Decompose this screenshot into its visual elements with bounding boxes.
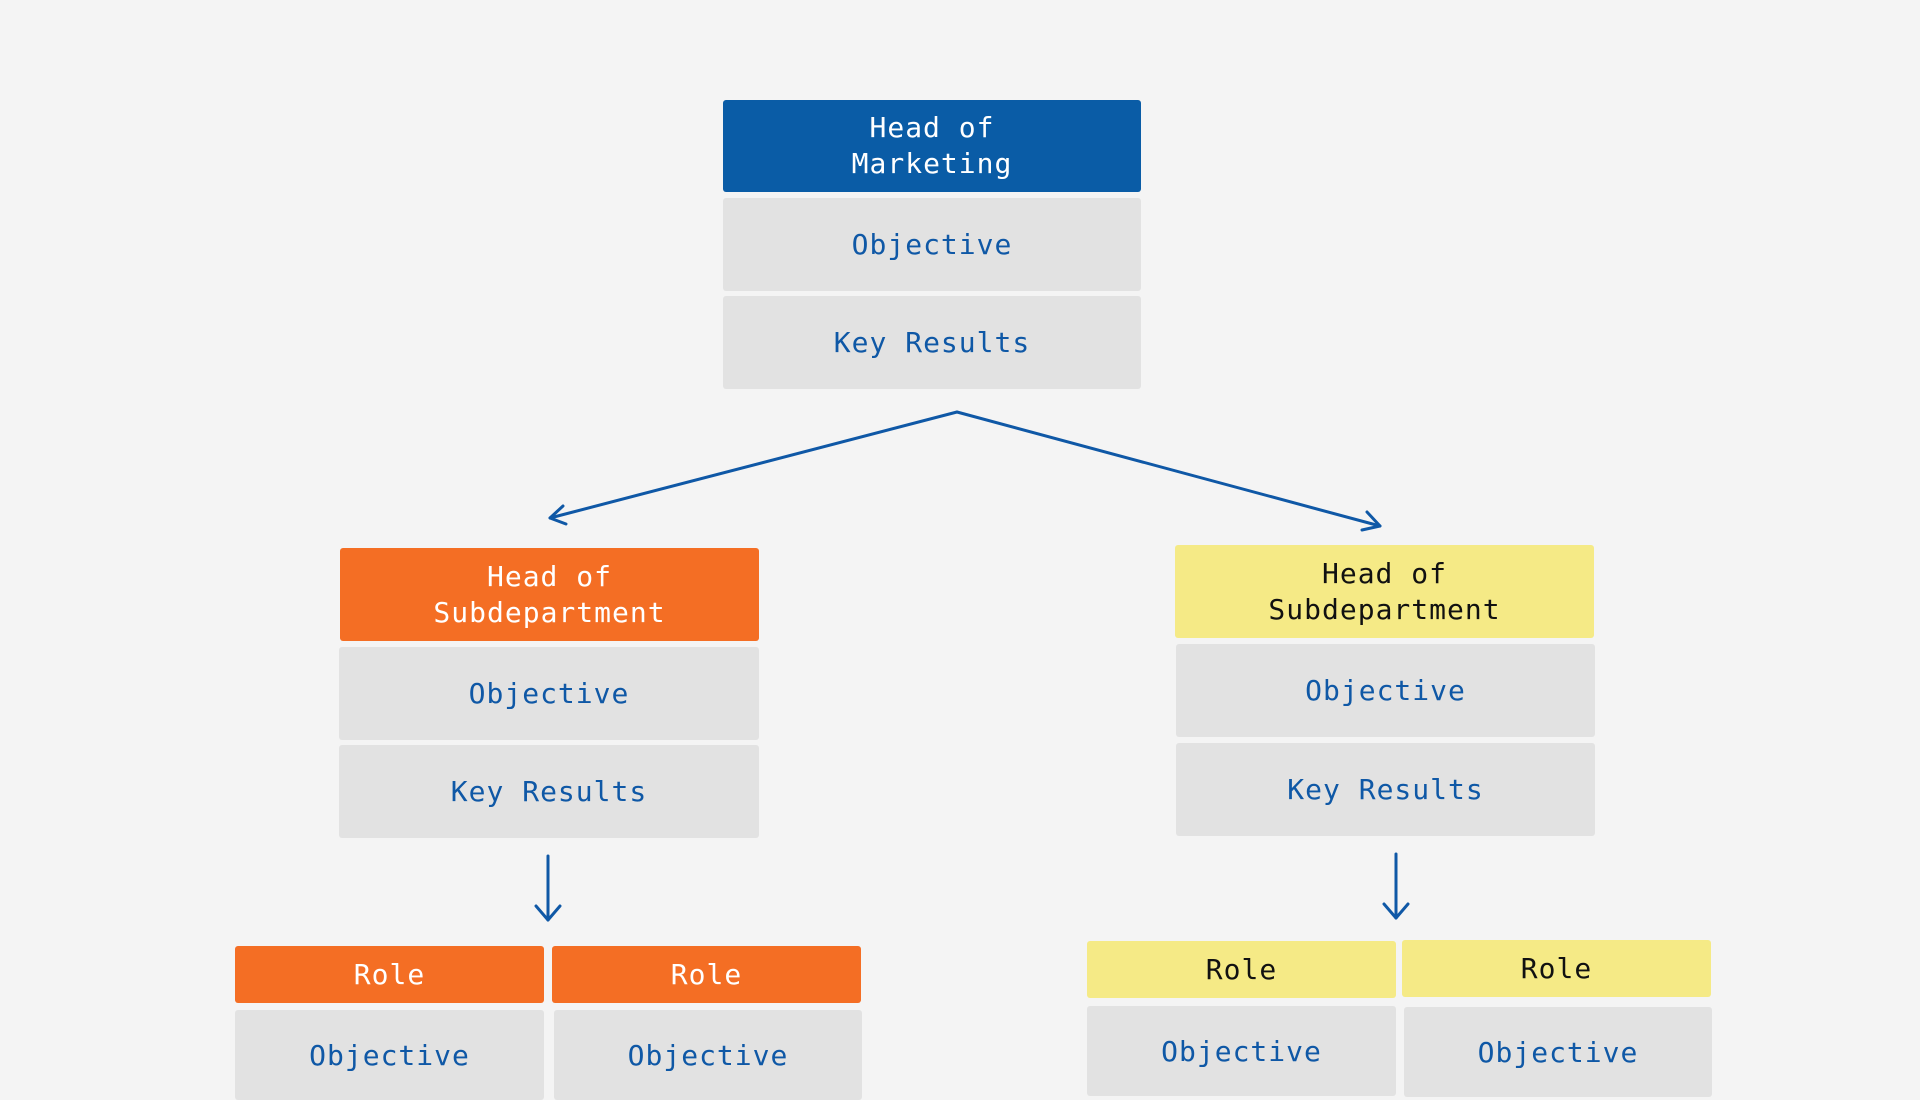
arrowhead-left xyxy=(548,504,568,526)
right-role-1-objective-cell: Objective xyxy=(1087,1006,1396,1096)
head-of-marketing-header: Head of Marketing xyxy=(723,100,1141,192)
left-role-2-objective-cell: Objective xyxy=(554,1010,862,1100)
left-role-1-objective-cell: Objective xyxy=(235,1010,544,1100)
right-subdepartment-key-results-cell: Key Results xyxy=(1176,743,1595,836)
marketing-objective-cell: Objective xyxy=(723,198,1141,291)
arrow-top-to-left xyxy=(548,410,959,520)
left-role-2-header: Role xyxy=(552,946,861,1003)
right-subdepartment-objective-cell: Objective xyxy=(1176,644,1595,737)
left-subdepartment-header: Head of Subdepartment xyxy=(340,548,759,641)
right-role-2-objective-cell: Objective xyxy=(1404,1007,1712,1097)
left-role-1-header: Role xyxy=(235,946,544,1003)
arrowhead-left-down xyxy=(534,904,562,922)
right-role-2-header: Role xyxy=(1402,940,1711,997)
right-subdepartment-header: Head of Subdepartment xyxy=(1175,545,1594,638)
marketing-key-results-cell: Key Results xyxy=(723,296,1141,389)
arrow-top-to-right xyxy=(955,410,1382,528)
arrowhead-right-down xyxy=(1382,902,1410,920)
right-role-1-header: Role xyxy=(1087,941,1396,998)
arrowhead-right xyxy=(1360,510,1382,532)
left-subdepartment-key-results-cell: Key Results xyxy=(339,745,759,838)
left-subdepartment-objective-cell: Objective xyxy=(339,647,759,740)
